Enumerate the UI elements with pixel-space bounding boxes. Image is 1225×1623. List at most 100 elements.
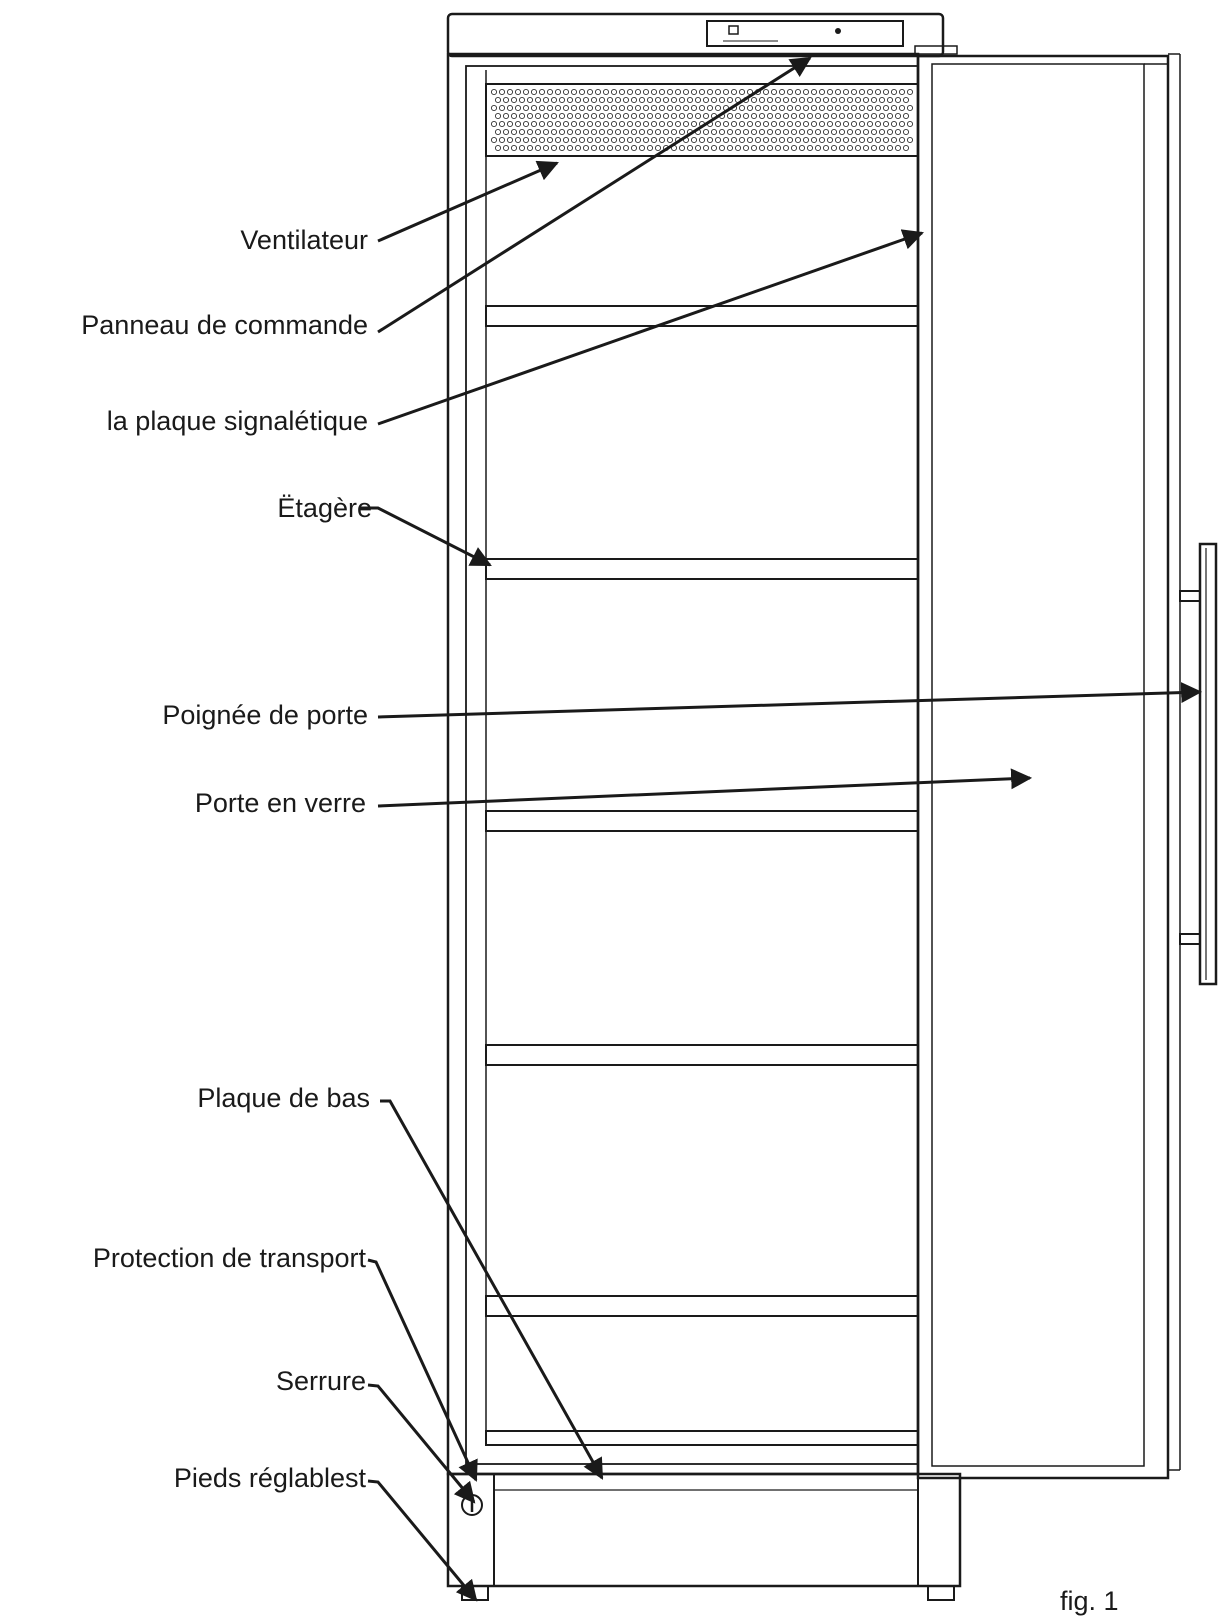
grille-hole xyxy=(766,112,774,120)
grille-hole xyxy=(634,104,642,112)
grille-hole xyxy=(682,120,690,128)
grille-hole xyxy=(750,96,758,104)
grille-hole xyxy=(714,88,722,96)
grille-hole xyxy=(522,136,530,144)
grille-hole xyxy=(758,144,766,152)
grille-hole xyxy=(806,112,814,120)
grille-hole xyxy=(598,128,606,136)
grille-hole xyxy=(866,120,874,128)
grille-hole xyxy=(866,88,874,96)
grille-hole xyxy=(610,104,618,112)
shelf xyxy=(485,558,919,580)
grille-hole xyxy=(866,104,874,112)
shelf xyxy=(485,1044,919,1066)
grille-hole xyxy=(766,96,774,104)
grille-hole xyxy=(902,96,910,104)
grille-hole xyxy=(674,104,682,112)
grille-hole xyxy=(738,120,746,128)
grille-hole xyxy=(586,104,594,112)
grille-hole xyxy=(722,88,730,96)
grille-hole xyxy=(906,120,914,128)
grille-hole xyxy=(586,136,594,144)
grille-hole xyxy=(878,144,886,152)
grille-hole xyxy=(818,136,826,144)
grille-hole xyxy=(562,136,570,144)
grille-hole xyxy=(502,112,510,120)
grille-hole xyxy=(838,128,846,136)
grille-hole xyxy=(810,88,818,96)
leader-shelf xyxy=(360,506,492,567)
grille-hole xyxy=(606,128,614,136)
shelf xyxy=(485,810,919,832)
grille-hole xyxy=(686,112,694,120)
grille-hole xyxy=(598,144,606,152)
grille-hole xyxy=(494,128,502,136)
grille-hole xyxy=(646,96,654,104)
grille-hole xyxy=(738,104,746,112)
grille-hole xyxy=(778,88,786,96)
grille-hole xyxy=(498,120,506,128)
grille-hole xyxy=(878,112,886,120)
grille-hole xyxy=(618,120,626,128)
grille-hole xyxy=(630,112,638,120)
grille-hole xyxy=(762,120,770,128)
grille-hole xyxy=(766,128,774,136)
grille-hole xyxy=(822,144,830,152)
grille-hole xyxy=(590,144,598,152)
grille-hole xyxy=(522,120,530,128)
grille-hole xyxy=(762,104,770,112)
grille-hole xyxy=(790,96,798,104)
grille-hole xyxy=(578,88,586,96)
grille-hole xyxy=(506,88,514,96)
grille-hole xyxy=(782,112,790,120)
grille-hole xyxy=(494,112,502,120)
grille-hole xyxy=(654,96,662,104)
grille-hole xyxy=(774,128,782,136)
grille-hole xyxy=(582,144,590,152)
grille-hole xyxy=(514,104,522,112)
grille-hole xyxy=(894,128,902,136)
grille-hole xyxy=(846,128,854,136)
grille-hole xyxy=(902,144,910,152)
grille-hole xyxy=(842,104,850,112)
grille-hole xyxy=(782,96,790,104)
grille-hole xyxy=(638,144,646,152)
grille-hole xyxy=(610,136,618,144)
grille-hole xyxy=(566,128,574,136)
grille-hole xyxy=(586,120,594,128)
grille-hole xyxy=(854,128,862,136)
grille-hole xyxy=(810,120,818,128)
grille-hole xyxy=(882,104,890,112)
grille-hole xyxy=(734,128,742,136)
grille-hole xyxy=(542,128,550,136)
grille-hole xyxy=(526,144,534,152)
grille-hole xyxy=(558,112,566,120)
grille-hole xyxy=(878,96,886,104)
callout-adjustable-feet: Pieds réglablest xyxy=(174,1463,367,1493)
grille-hole xyxy=(666,88,674,96)
leader-door-handle xyxy=(377,682,1203,719)
grille-hole xyxy=(878,128,886,136)
grille-hole xyxy=(710,144,718,152)
grille-hole xyxy=(898,120,906,128)
grille-hole xyxy=(818,104,826,112)
grille-hole xyxy=(614,112,622,120)
grille-hole xyxy=(586,88,594,96)
grille-hole xyxy=(734,144,742,152)
grille-hole xyxy=(898,104,906,112)
leader-adjustable-feet xyxy=(367,1479,478,1602)
grille-hole xyxy=(742,112,750,120)
grille-hole xyxy=(794,88,802,96)
grille-hole xyxy=(638,128,646,136)
grille-hole xyxy=(650,88,658,96)
grille-hole xyxy=(802,88,810,96)
grille-hole xyxy=(734,112,742,120)
grille-hole xyxy=(862,112,870,120)
grille-hole xyxy=(518,96,526,104)
grille-hole xyxy=(802,104,810,112)
grille-hole xyxy=(558,96,566,104)
grille-hole xyxy=(570,136,578,144)
grille-hole xyxy=(726,112,734,120)
grille-hole xyxy=(606,96,614,104)
grille-hole xyxy=(510,96,518,104)
